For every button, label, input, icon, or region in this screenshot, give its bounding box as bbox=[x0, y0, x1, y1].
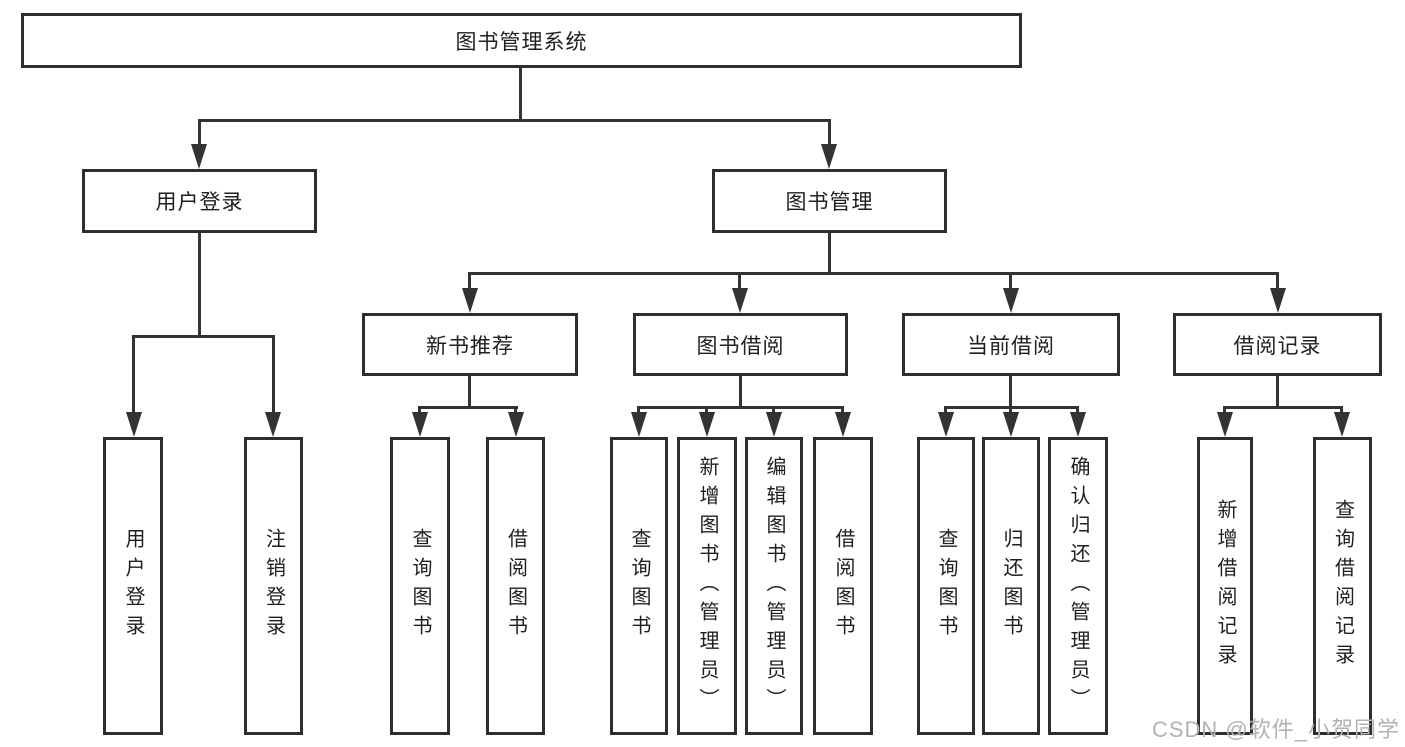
arrow-down-icon bbox=[835, 412, 851, 437]
node-current-borrow: 当前借阅 bbox=[902, 313, 1120, 376]
leaf-logout-label: 注销登录 bbox=[262, 528, 285, 644]
arrow-down-icon bbox=[1270, 288, 1286, 313]
connector-line bbox=[198, 119, 201, 146]
node-user-login-label: 用户登录 bbox=[155, 191, 244, 214]
connector-line bbox=[198, 119, 831, 122]
leaf-borrow-books-recommend-label: 借阅图书 bbox=[504, 528, 527, 644]
arrow-down-icon bbox=[732, 288, 748, 313]
leaf-edit-book-admin-label: 编辑图书（管理员） bbox=[763, 455, 785, 717]
connector-line bbox=[841, 406, 844, 415]
connector-line bbox=[739, 376, 742, 409]
arrow-down-icon bbox=[631, 412, 647, 437]
leaf-query-books-borrow-label: 查询图书 bbox=[628, 528, 650, 644]
node-new-book-recommend: 新书推荐 bbox=[362, 313, 578, 376]
arrow-down-icon bbox=[1003, 412, 1019, 437]
node-root-label: 图书管理系统 bbox=[455, 30, 588, 54]
connector-line bbox=[1276, 272, 1279, 290]
connector-line bbox=[272, 335, 275, 415]
connector-line bbox=[519, 68, 522, 122]
connector-line bbox=[418, 406, 518, 409]
connector-line bbox=[468, 272, 471, 290]
connector-line bbox=[1076, 406, 1079, 415]
node-current-borrow-label: 当前借阅 bbox=[967, 334, 1055, 358]
leaf-borrow-books-borrow-label: 借阅图书 bbox=[832, 528, 854, 644]
leaf-query-books-borrow: 查询图书 bbox=[610, 437, 668, 735]
leaf-add-book-admin: 新增图书（管理员） bbox=[677, 437, 737, 735]
arrow-down-icon bbox=[191, 144, 207, 169]
connector-line bbox=[944, 406, 947, 415]
node-borrow-records-label: 借阅记录 bbox=[1233, 334, 1322, 358]
connector-line bbox=[1223, 406, 1343, 409]
leaf-confirm-return-admin-label: 确认归还（管理员） bbox=[1067, 455, 1089, 717]
leaf-query-books-recommend-label: 查询图书 bbox=[409, 528, 431, 644]
leaf-query-books-current: 查询图书 bbox=[917, 437, 975, 735]
node-borrow-records: 借阅记录 bbox=[1173, 313, 1382, 376]
leaf-borrow-books-borrow: 借阅图书 bbox=[813, 437, 873, 735]
node-book-borrow: 图书借阅 bbox=[633, 313, 848, 376]
arrow-down-icon bbox=[1003, 288, 1019, 313]
watermark: CSDN @软件_小贺同学 bbox=[1151, 717, 1400, 742]
arrow-down-icon bbox=[508, 412, 524, 437]
leaf-edit-book-admin: 编辑图书（管理员） bbox=[745, 437, 803, 735]
leaf-borrow-books-recommend: 借阅图书 bbox=[486, 437, 545, 735]
leaf-return-books: 归还图书 bbox=[982, 437, 1040, 735]
connector-line bbox=[1009, 376, 1012, 409]
leaf-add-book-admin-label: 新增图书（管理员） bbox=[696, 455, 718, 717]
connector-line bbox=[514, 406, 517, 415]
connector-line bbox=[772, 406, 775, 415]
connector-line bbox=[1276, 376, 1279, 409]
connector-line bbox=[468, 272, 1279, 275]
connector-line bbox=[828, 119, 831, 146]
node-book-management: 图书管理 bbox=[712, 169, 947, 233]
leaf-user-login-label: 用户登录 bbox=[122, 528, 144, 644]
connector-line bbox=[828, 233, 831, 275]
connector-line bbox=[1009, 406, 1012, 415]
node-book-borrow-label: 图书借阅 bbox=[696, 334, 785, 358]
connector-line bbox=[1223, 406, 1226, 415]
arrow-down-icon bbox=[1217, 412, 1233, 437]
leaf-query-books-recommend: 查询图书 bbox=[390, 437, 450, 735]
arrow-down-icon bbox=[412, 412, 428, 437]
connector-line bbox=[132, 335, 275, 338]
connector-line bbox=[418, 406, 421, 415]
arrow-down-icon bbox=[126, 412, 142, 437]
leaf-query-borrow-record-label: 查询借阅记录 bbox=[1331, 499, 1354, 673]
arrow-down-icon bbox=[821, 144, 837, 169]
leaf-query-books-current-label: 查询图书 bbox=[935, 528, 957, 644]
connector-line bbox=[132, 335, 135, 415]
connector-line bbox=[738, 272, 741, 290]
connector-line bbox=[1009, 272, 1012, 290]
node-root: 图书管理系统 bbox=[21, 13, 1022, 68]
node-new-book-recommend-label: 新书推荐 bbox=[426, 334, 514, 358]
arrow-down-icon bbox=[766, 412, 782, 437]
leaf-user-login: 用户登录 bbox=[103, 437, 163, 735]
arrow-down-icon bbox=[1334, 412, 1350, 437]
arrow-down-icon bbox=[699, 412, 715, 437]
arrow-down-icon bbox=[462, 288, 478, 313]
connector-line bbox=[1340, 406, 1343, 415]
leaf-confirm-return-admin: 确认归还（管理员） bbox=[1048, 437, 1108, 735]
connector-line bbox=[637, 406, 640, 415]
leaf-query-borrow-record: 查询借阅记录 bbox=[1313, 437, 1372, 735]
leaf-add-borrow-record: 新增借阅记录 bbox=[1197, 437, 1253, 735]
arrow-down-icon bbox=[938, 412, 954, 437]
leaf-logout: 注销登录 bbox=[244, 437, 303, 735]
connector-line bbox=[198, 233, 201, 338]
node-book-management-label: 图书管理 bbox=[785, 191, 874, 214]
connector-line bbox=[468, 376, 471, 409]
arrow-down-icon bbox=[265, 412, 281, 437]
leaf-return-books-label: 归还图书 bbox=[1000, 528, 1022, 644]
arrow-down-icon bbox=[1070, 412, 1086, 437]
node-user-login: 用户登录 bbox=[82, 169, 317, 233]
leaf-add-borrow-record-label: 新增借阅记录 bbox=[1214, 499, 1236, 673]
connector-line bbox=[637, 406, 844, 409]
connector-line bbox=[705, 406, 708, 415]
